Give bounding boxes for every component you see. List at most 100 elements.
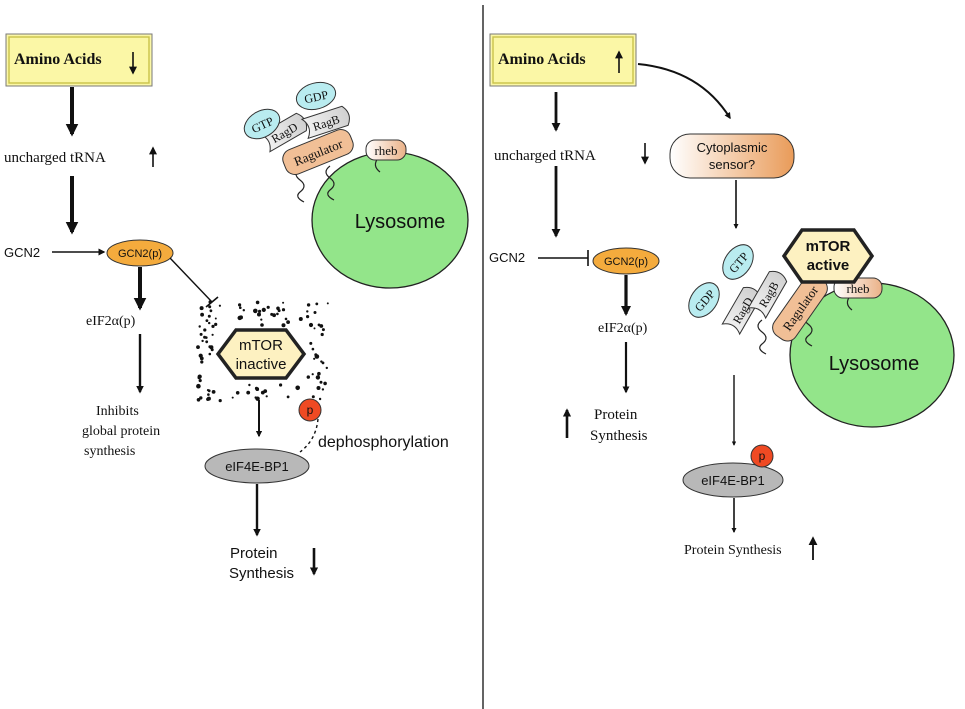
- dissociation-dot: [320, 360, 323, 363]
- left-gcn2p-node: [106, 239, 174, 267]
- right-lysosome-label: Lysosome: [829, 353, 919, 375]
- dissociation-dot: [321, 388, 325, 391]
- right-amino-acids-label: Amino Acids: [498, 51, 586, 68]
- dissociation-dot: [196, 345, 200, 349]
- left-phospho-label: p: [307, 403, 314, 417]
- left-mtor-inactive: mTOR inactive: [215, 328, 307, 380]
- dissociation-dot: [206, 396, 211, 401]
- right-tether-1: [757, 319, 767, 355]
- dissociation-dot: [279, 383, 283, 387]
- right-phospho: [750, 444, 774, 468]
- right-panel: Amino Acids uncharged tRNA Cytoplasmic s…: [489, 33, 955, 560]
- right-gdp: GDP: [688, 282, 720, 318]
- dissociation-dot: [199, 332, 203, 336]
- dissociation-dot: [196, 383, 201, 389]
- dissociation-dot: [203, 335, 207, 339]
- left-mtor-state: inactive: [236, 356, 287, 373]
- dissociation-dot: [313, 311, 317, 314]
- dissociation-dot: [255, 396, 260, 401]
- left-eif2a: eIF2α(p): [86, 314, 136, 329]
- dissociation-dot: [319, 380, 323, 384]
- right-amino-acids-box: Amino Acids: [489, 33, 637, 87]
- dissociation-dot: [256, 387, 259, 390]
- right-phospho-label: p: [759, 449, 766, 463]
- dissociation-dot: [218, 304, 221, 307]
- left-panel: Amino Acids uncharged tRNA GCN2 GCN2(p) …: [4, 33, 469, 582]
- right-arrow-to-sensor: [637, 63, 731, 120]
- dissociation-dot: [321, 328, 325, 332]
- dissociation-dot: [238, 303, 242, 307]
- dissociation-dot: [200, 360, 204, 364]
- dissociation-dot: [200, 312, 205, 317]
- dissociation-dot: [231, 396, 234, 399]
- dissociation-dot: [281, 323, 286, 328]
- dissociation-dot: [306, 310, 309, 313]
- left-dephos-label: dephosphorylation: [318, 434, 449, 451]
- dissociation-dot: [207, 314, 211, 318]
- left-amino-acids-box: Amino Acids: [5, 33, 153, 87]
- dissociation-dot: [253, 308, 258, 314]
- dissociation-dot: [198, 379, 202, 383]
- dissociation-dot: [235, 391, 240, 395]
- dissociation-dot: [306, 375, 310, 379]
- right-eif2a: eIF2α(p): [598, 321, 648, 336]
- left-protein-synthesis: Protein Synthesis: [229, 545, 294, 582]
- dissociation-dot: [326, 302, 329, 305]
- dissociation-dot: [282, 301, 285, 304]
- left-inhibit-bar: [205, 296, 219, 308]
- left-rheb-label: rheb: [374, 143, 397, 158]
- dissociation-dot: [265, 395, 268, 398]
- dissociation-dot: [242, 309, 245, 312]
- dissociation-dot: [208, 321, 211, 325]
- dissociation-dot: [209, 309, 213, 313]
- dissociation-dot: [308, 322, 314, 328]
- dissociation-dot: [276, 312, 279, 316]
- dissociation-dot: [311, 347, 315, 351]
- dissociation-dot: [205, 340, 209, 344]
- dissociation-dot: [298, 317, 303, 321]
- dissociation-dot: [205, 319, 209, 322]
- dissociation-dot: [313, 327, 316, 330]
- left-phospho: [298, 398, 322, 422]
- dissociation-dot: [211, 333, 214, 336]
- dissociation-dot: [284, 317, 288, 321]
- left-gtp: GTP: [243, 108, 281, 140]
- dissociation-dot: [306, 315, 310, 319]
- dissociation-dot: [286, 320, 290, 324]
- left-tether-2: [325, 165, 335, 201]
- dissociation-dot: [317, 371, 321, 376]
- dissociation-dot: [239, 306, 242, 310]
- dissociation-dot: [255, 300, 260, 305]
- left-eif4e: [204, 448, 310, 484]
- dissociation-dot: [208, 345, 212, 349]
- left-gdp-label: GDP: [303, 88, 330, 107]
- dissociation-dot: [207, 393, 210, 396]
- dissociation-dot: [311, 395, 315, 399]
- left-eif4e-label: eIF4E-BP1: [225, 459, 289, 474]
- dissociation-dot: [261, 307, 266, 312]
- dissociation-dot: [281, 308, 286, 312]
- dissociation-dot: [295, 385, 301, 391]
- dissociation-dot: [309, 341, 313, 345]
- right-mtor-state: active: [807, 257, 850, 274]
- right-gtp: GTP: [722, 244, 754, 280]
- dissociation-dot: [306, 303, 311, 307]
- right-gcn2p-label: GCN2(p): [604, 256, 648, 268]
- dissociation-dot: [276, 306, 280, 311]
- dissociation-dot: [320, 332, 324, 337]
- dissociation-dot: [208, 305, 212, 309]
- right-gcn2: GCN2: [489, 250, 525, 265]
- right-sensor-label: Cytoplasmic: [697, 140, 768, 155]
- right-protein-synthesis-mid: Protein Synthesis: [590, 407, 648, 444]
- dissociation-dot: [315, 375, 321, 380]
- left-inhibit-line: [169, 257, 213, 303]
- dissociation-dot: [211, 324, 215, 328]
- dissociation-dot: [314, 354, 320, 359]
- dissociation-dot: [199, 356, 204, 361]
- dissociation-dot: [260, 318, 263, 321]
- dissociation-dot: [248, 383, 251, 387]
- dissociation-dot: [214, 317, 217, 320]
- dissociation-dot: [199, 306, 204, 311]
- dissociation-dot: [257, 312, 261, 317]
